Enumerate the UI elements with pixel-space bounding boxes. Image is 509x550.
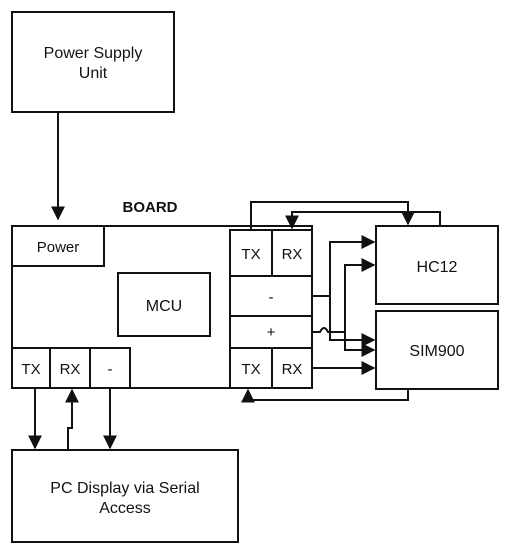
board-rx-port-top <box>271 229 313 277</box>
board-plus-label-right: + <box>267 324 276 341</box>
board-rx-label-top: RX <box>282 246 303 263</box>
board-tx-port-bottom <box>229 347 273 389</box>
power-supply-label-line2: Unit <box>79 65 108 82</box>
sim900-label: SIM900 <box>409 343 464 360</box>
board-minus-port-left <box>89 347 131 389</box>
board-tx-label-top: TX <box>241 246 260 263</box>
hc12-label: HC12 <box>417 259 458 276</box>
sim900-to-board-rx-arrow <box>241 388 409 403</box>
board-minus-label-left: - <box>108 361 113 378</box>
board-block: Power MCU TX RX - TX RX - + TX RX <box>11 225 313 389</box>
board-minus-label-right: - <box>269 289 274 306</box>
sim900-block: SIM900 <box>375 310 499 390</box>
plus-to-hc12-arrow <box>312 258 376 333</box>
board-minus-port-right <box>229 275 313 317</box>
hc12-block: HC12 <box>375 225 499 305</box>
mcu-block <box>117 272 211 337</box>
power-supply-label-line1: Power Supply <box>44 45 143 62</box>
board-rx-label-bottom: RX <box>282 361 303 378</box>
minus-to-sim900-arrow <box>329 296 376 347</box>
board-rx-label-left: RX <box>60 361 81 378</box>
power-supply-unit-block: Power Supply Unit <box>11 11 175 113</box>
power-block <box>11 225 105 267</box>
pc-display-label-line2: Access <box>99 500 151 517</box>
pc-display-label-line1: PC Display via Serial <box>50 480 199 497</box>
pc-to-board-rx-arrow <box>65 388 79 450</box>
power-block-label: Power <box>37 239 80 256</box>
pc-display-block: PC Display via Serial Access <box>11 449 239 543</box>
board-tx-label-left: TX <box>21 361 40 378</box>
minus-to-hc12-arrow <box>312 235 376 297</box>
board-title: BOARD <box>123 199 178 216</box>
plus-to-sim900-arrow <box>344 332 376 357</box>
board-tx-label-bottom: TX <box>241 361 260 378</box>
mcu-label: MCU <box>146 298 182 315</box>
hc12-to-board-rx-arrow <box>285 211 441 230</box>
